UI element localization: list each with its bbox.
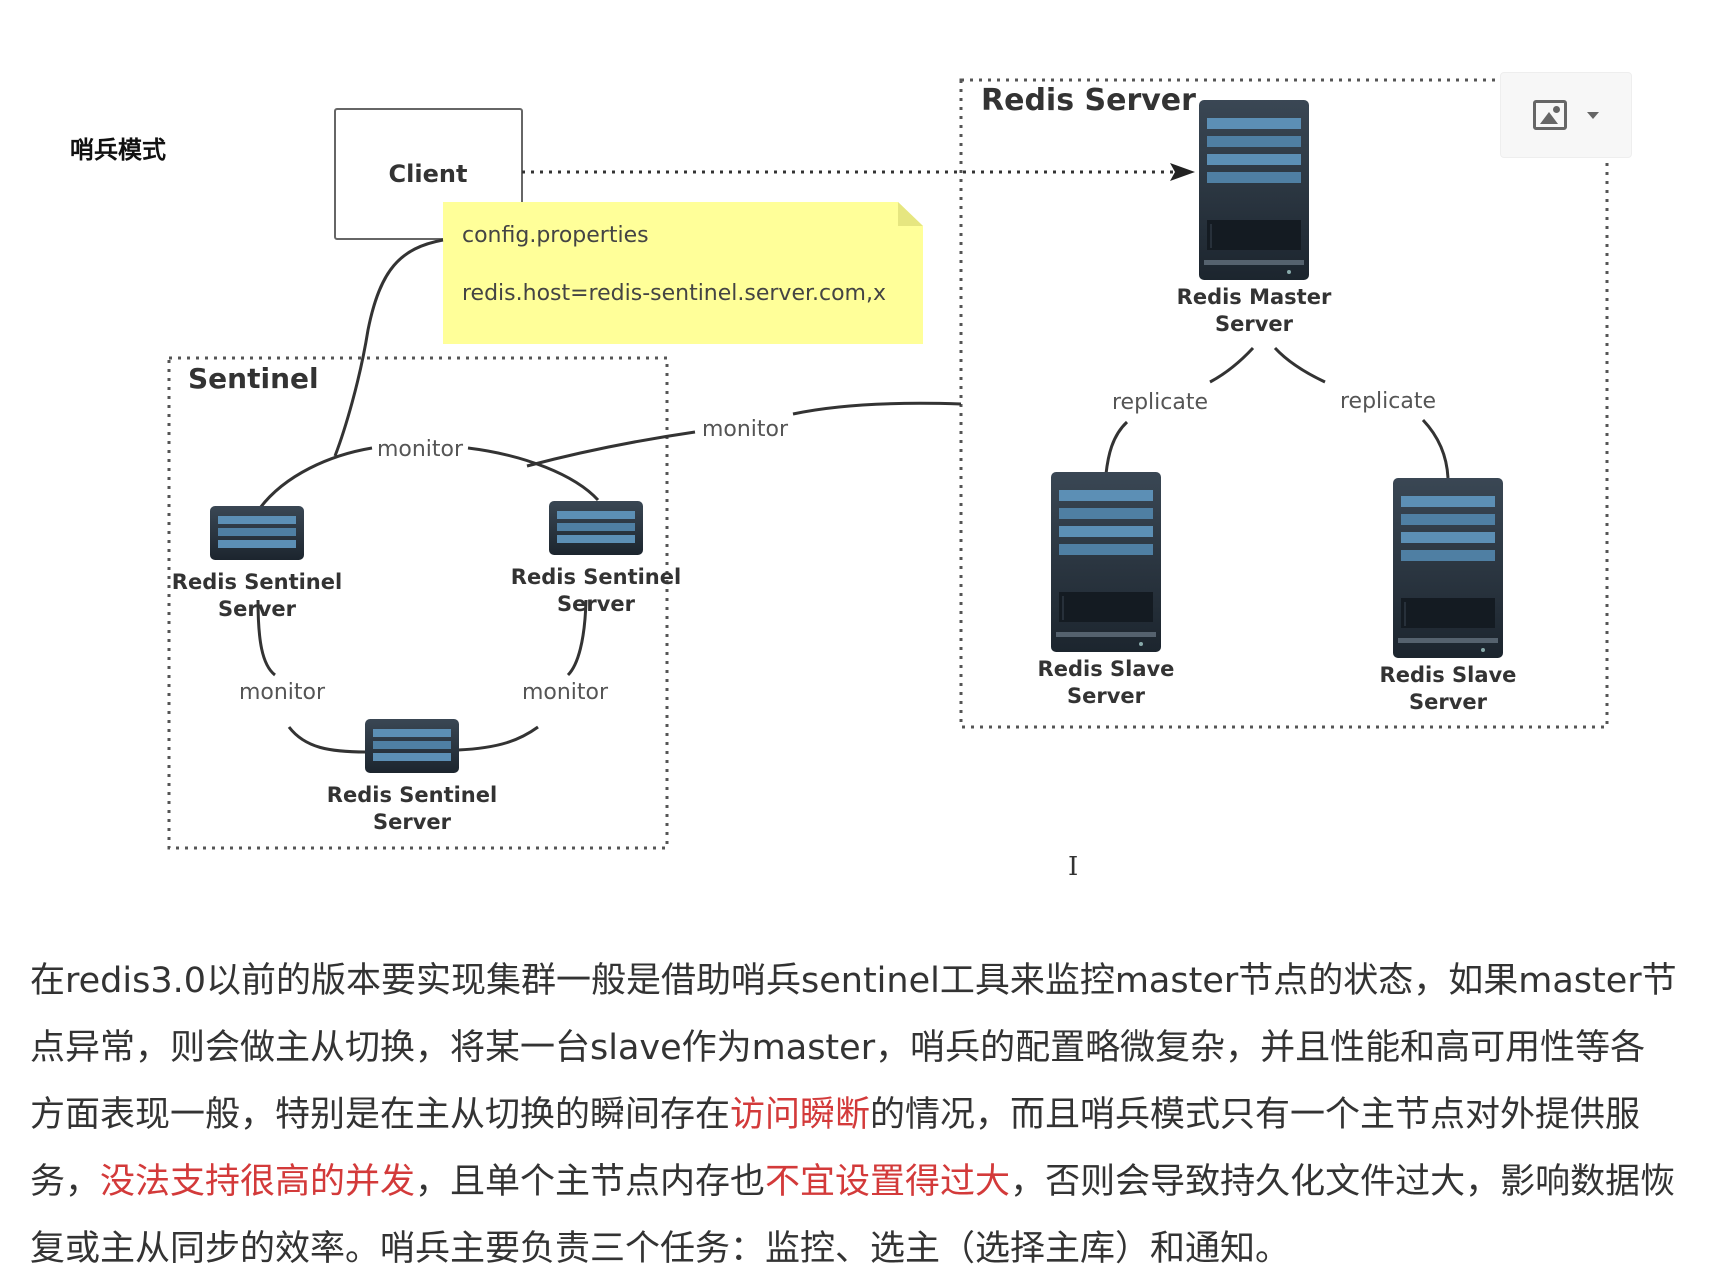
slave-server-2-icon	[1392, 477, 1504, 659]
image-icon[interactable]	[1533, 100, 1567, 130]
replicate-left-lower	[1104, 420, 1129, 475]
image-toolbar[interactable]	[1500, 72, 1632, 158]
ring-top-left	[258, 446, 373, 509]
edge-label-replicate-right: replicate	[1340, 389, 1436, 414]
monitor-to-redis-group	[792, 401, 962, 416]
slave-server-2-label-1: Redis Slave	[1380, 663, 1517, 687]
sentinel-server-2-label-2: Server	[557, 592, 636, 616]
para-text-1: 在redis3.0以前的版本要实现集群一般是借助哨兵sentinel工具来监控m…	[30, 961, 1677, 1135]
replicate-left-upper	[1209, 346, 1255, 384]
sentinel-to-master-monitor	[526, 430, 696, 468]
master-server-label-2: Server	[1215, 312, 1294, 336]
para-highlight-1: 访问瞬断	[730, 1095, 871, 1135]
client-note-connector	[333, 238, 444, 457]
ring-bottom-right	[457, 725, 539, 752]
replicate-right-lower	[1421, 418, 1450, 479]
para-highlight-2: 没法支持很高的并发	[100, 1162, 416, 1202]
sentinel-group-frame	[167, 356, 669, 850]
slave-server-1-icon	[1050, 471, 1162, 653]
note-fold-icon	[898, 202, 923, 226]
slave-server-1-label-1: Redis Slave	[1038, 657, 1175, 681]
note-line-1: config.properties	[462, 223, 649, 248]
sentinel-server-3-label-2: Server	[373, 810, 452, 834]
para-highlight-3: 不宜设置得过大	[765, 1162, 1011, 1202]
master-server-label-1: Redis Master	[1177, 285, 1332, 309]
edge-label-monitor-left: monitor	[239, 680, 326, 705]
sentinel-architecture-diagram: Sentinel Redis Server Client config.prop…	[167, 78, 1609, 850]
master-server-icon	[1198, 99, 1310, 281]
config-note	[443, 202, 923, 344]
para-text-3: ，且单个主节点内存也	[415, 1162, 766, 1202]
sentinel-server-1-icon	[210, 506, 304, 560]
edge-label-monitor-right: monitor	[522, 680, 609, 705]
sentinel-server-3-label-1: Redis Sentinel	[327, 783, 497, 807]
sentinel-server-2-label-1: Redis Sentinel	[511, 565, 681, 589]
para-text-4: ，否则会导致持久化文件过大，影响数据恢复或主从同步的效率。哨兵主要负责三个任务：…	[30, 1162, 1676, 1269]
edge-label-replicate-left: replicate	[1112, 390, 1208, 415]
sentinel-server-2-icon	[549, 501, 643, 555]
sentinel-server-3-icon	[365, 719, 459, 773]
edge-label-monitor-external: monitor	[702, 417, 789, 442]
section-heading: 哨兵模式	[70, 136, 166, 164]
text-cursor-icon: I	[1068, 852, 1079, 882]
note-line-2: redis.host=redis-sentinel.server.com,x	[462, 281, 886, 306]
ring-top-right	[467, 446, 600, 502]
ring-right-lower	[566, 599, 588, 677]
redis-server-group-label: Redis Server	[981, 83, 1196, 118]
slave-server-2-label-2: Server	[1409, 690, 1488, 714]
description-paragraph: 在redis3.0以前的版本要实现集群一般是借助哨兵sentinel工具来监控m…	[30, 948, 1680, 1283]
sentinel-server-1-label-1: Redis Sentinel	[172, 570, 342, 594]
client-label: Client	[389, 160, 468, 188]
arrow-head-icon	[1170, 163, 1195, 181]
para-text-2: 的情况，而且哨兵模式只有一个主节点对外提供服务，	[30, 1095, 1641, 1202]
slave-server-1-label-2: Server	[1067, 684, 1146, 708]
chevron-down-icon[interactable]	[1587, 111, 1599, 119]
sentinel-server-1-label-2: Server	[218, 597, 297, 621]
ring-left-lower	[256, 599, 276, 677]
replicate-right-upper	[1273, 346, 1326, 384]
sentinel-group-label: Sentinel	[188, 362, 319, 395]
edge-label-monitor-top: monitor	[377, 437, 464, 462]
ring-bottom-left	[287, 726, 367, 754]
